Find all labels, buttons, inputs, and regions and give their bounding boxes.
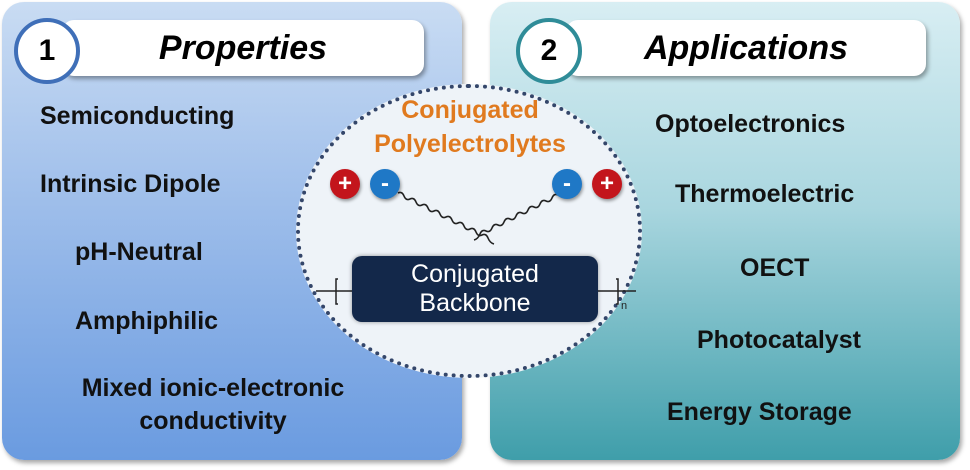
left-side-chain: [397, 191, 495, 245]
backbone-line2: Backbone: [419, 289, 531, 317]
applications-title: Applications: [566, 20, 926, 76]
application-item: OECT: [740, 254, 810, 282]
property-item: Intrinsic Dipole: [40, 170, 221, 198]
left-bracket: [335, 278, 338, 305]
anion-icon: -: [370, 169, 400, 199]
repeat-subscript: n: [621, 300, 628, 312]
property-line: Mixed ionic-electronic: [81, 374, 345, 402]
properties-number: 1: [14, 18, 80, 84]
property-item: Semiconducting: [40, 102, 235, 130]
applications-number: 2: [516, 18, 582, 84]
properties-title: Properties: [62, 20, 424, 76]
application-item: Thermoelectric: [675, 180, 855, 208]
application-item: Energy Storage: [667, 398, 852, 426]
property-item: Mixed ionic-electronic conductivity: [28, 372, 398, 438]
property-item: pH-Neutral: [75, 238, 203, 266]
right-side-chain: [473, 193, 559, 241]
cation-icon: +: [330, 169, 360, 199]
cpe-title-line1: Conjugated: [401, 96, 539, 124]
cation-icon: +: [592, 169, 622, 199]
right-bracket: [616, 278, 619, 305]
property-item: Amphiphilic: [75, 307, 219, 335]
anion-icon: -: [552, 169, 582, 199]
application-item: Optoelectronics: [655, 110, 846, 138]
cpe-circle: [296, 84, 642, 378]
backbone-line1: Conjugated: [411, 260, 539, 288]
property-line: conductivity: [139, 407, 287, 435]
application-item: Photocatalyst: [697, 326, 861, 354]
cpe-title-line2: Polyelectrolytes: [374, 130, 566, 158]
